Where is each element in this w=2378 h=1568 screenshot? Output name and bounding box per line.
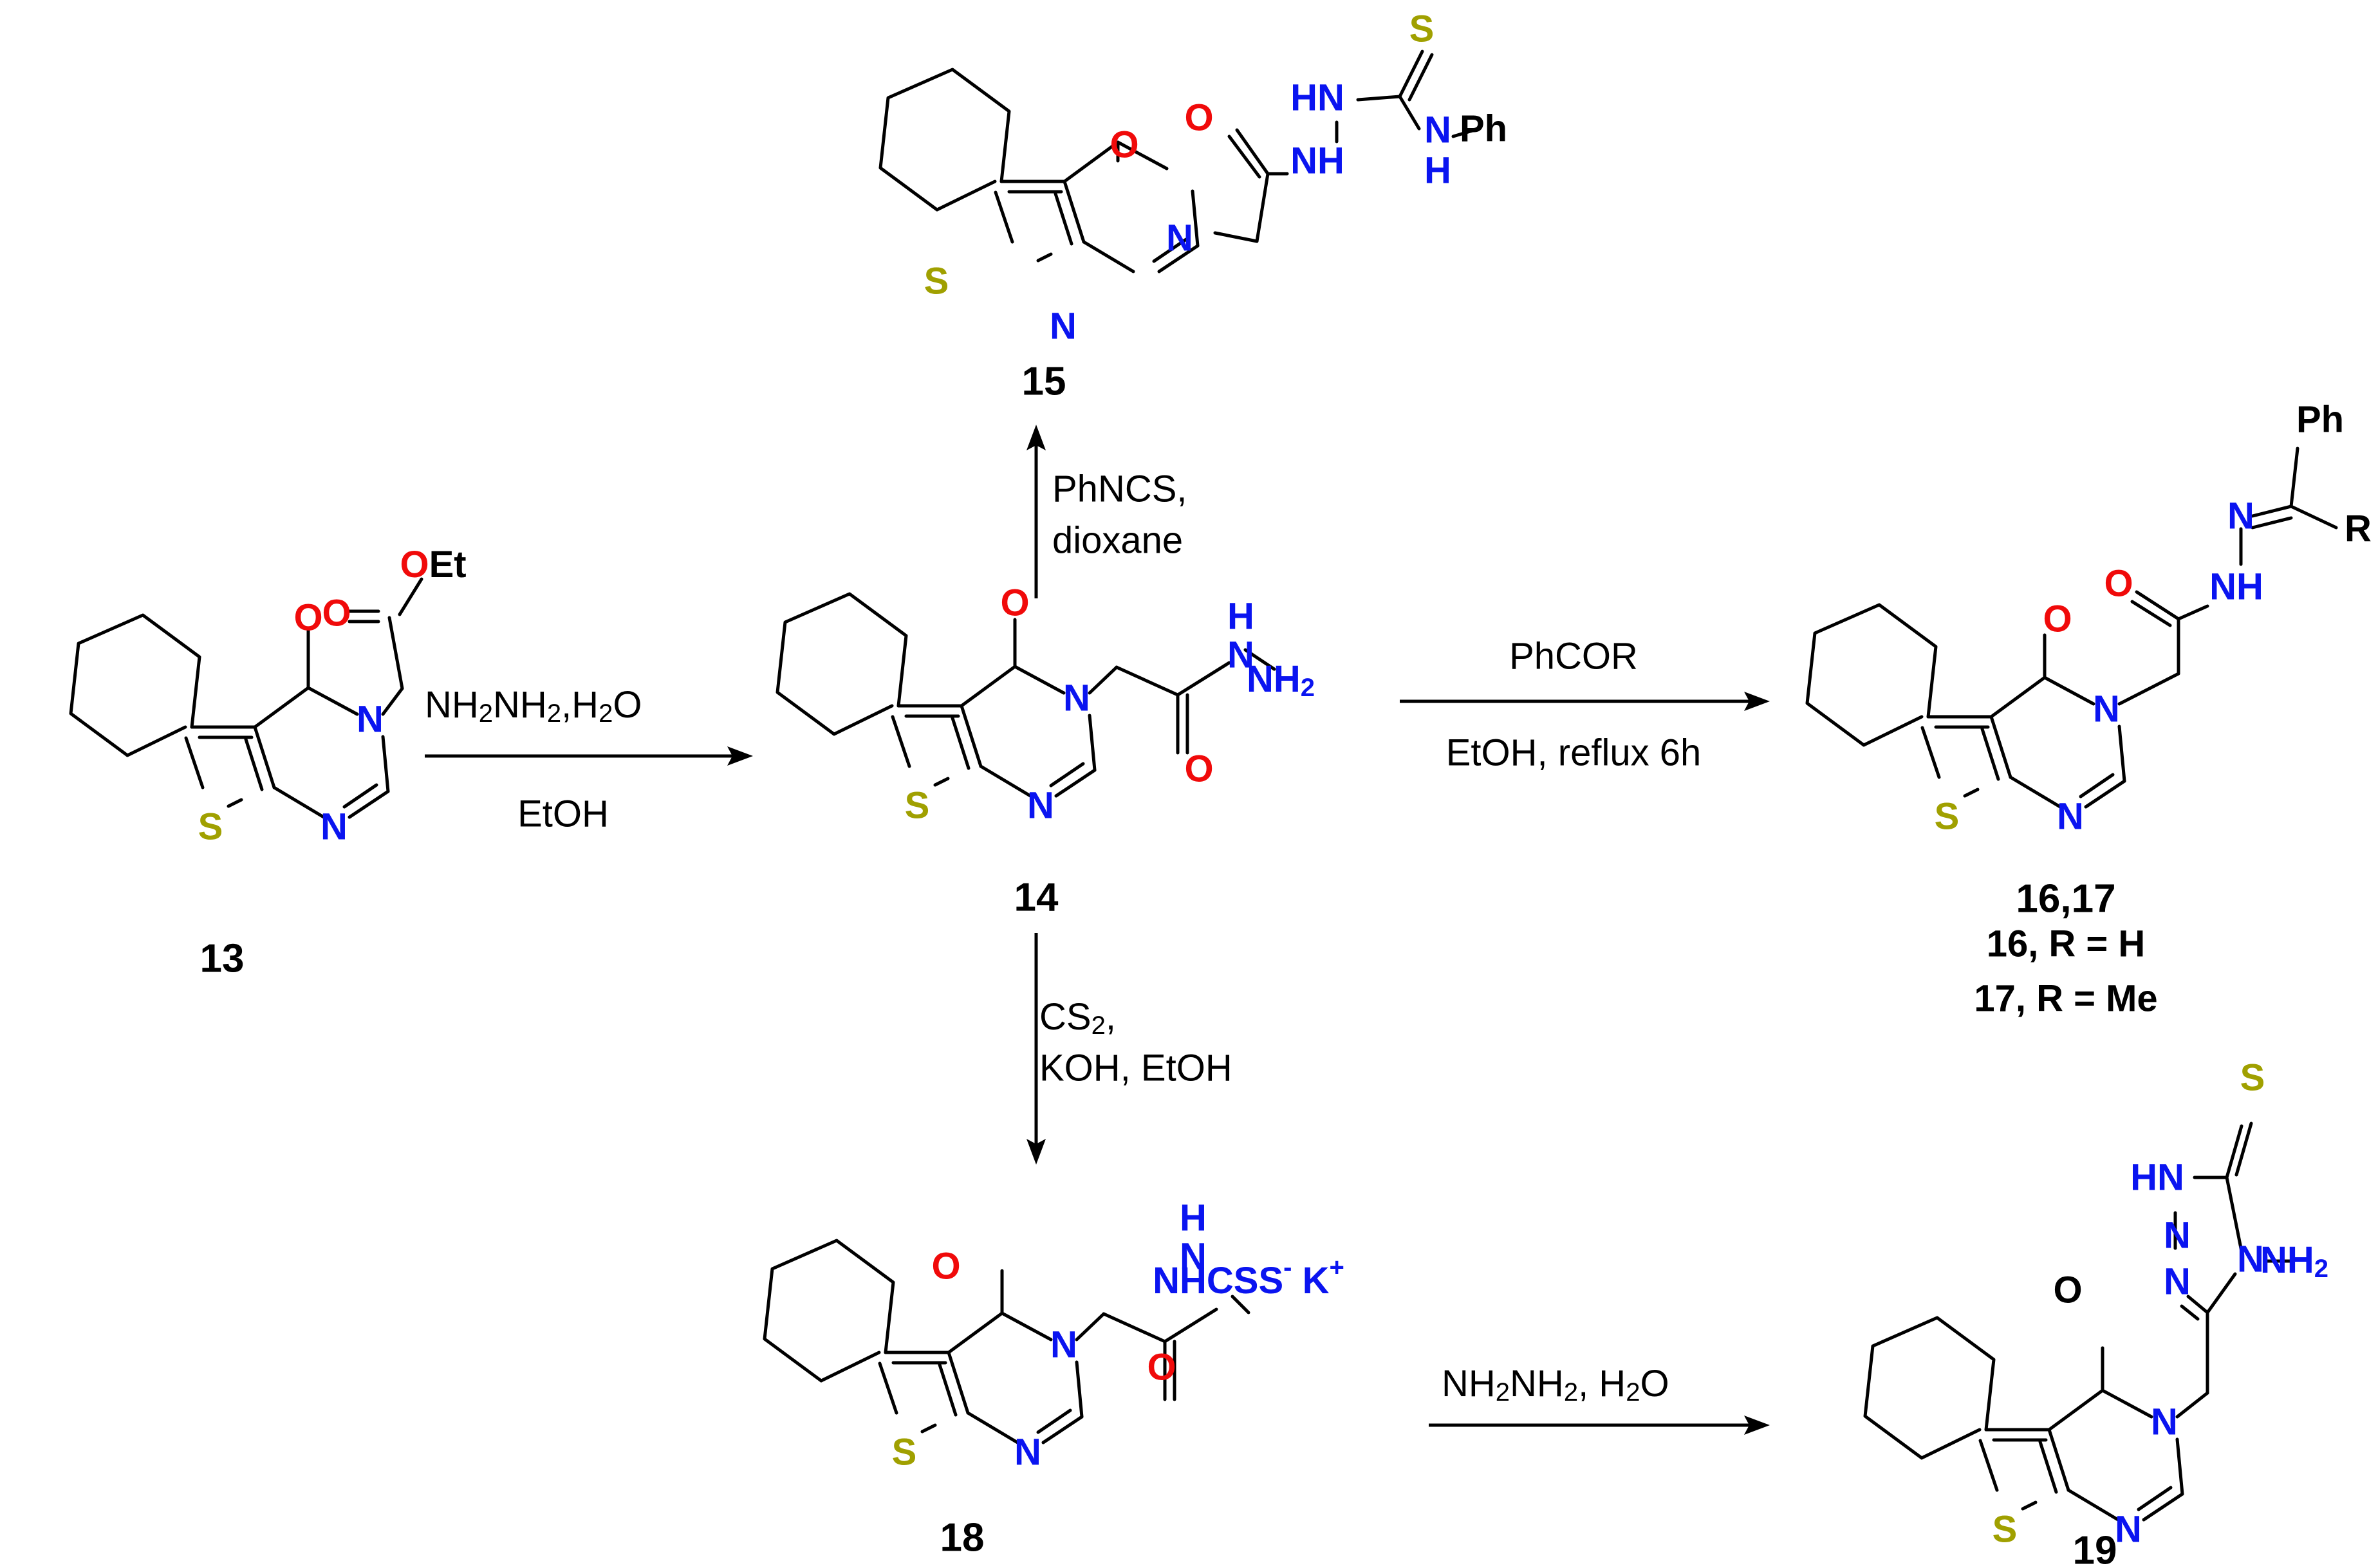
svg-text:O: O <box>2043 598 2072 640</box>
svg-text:O: O <box>931 1246 960 1287</box>
svg-text:KOH, EtOH: KOH, EtOH <box>1039 1047 1232 1089</box>
svg-text:N: N <box>1050 1324 1077 1366</box>
conditions-14-18: CS2, KOH, EtOH <box>1039 996 1232 1089</box>
svg-text:S: S <box>924 261 949 302</box>
arrow-14-to-18 <box>1026 933 1046 1165</box>
svg-text:dioxane: dioxane <box>1052 520 1183 562</box>
svg-text:N: N <box>2237 1239 2264 1280</box>
conditions-13-14: NH2NH2,H2O EtOH <box>425 684 642 835</box>
svg-text:HN: HN <box>1290 77 1344 119</box>
svg-text:N: N <box>1166 217 1193 259</box>
svg-text:N: N <box>2151 1401 2178 1443</box>
svg-text:EtOH: EtOH <box>517 793 609 835</box>
svg-text:NH2: NH2 <box>2260 1239 2328 1284</box>
label-19: 19 <box>2073 1529 2117 1568</box>
svg-text:N: N <box>1027 785 1054 827</box>
svg-text:N: N <box>2057 796 2084 838</box>
svg-text:N: N <box>2164 1261 2191 1303</box>
svg-text:O: O <box>2053 1269 2082 1311</box>
svg-text:S: S <box>1935 796 1960 838</box>
label-13: 13 <box>200 937 245 981</box>
label-18: 18 <box>940 1516 985 1560</box>
svg-text:NH2: NH2 <box>1247 658 1315 703</box>
svg-text:S: S <box>2240 1057 2265 1099</box>
svg-text:N: N <box>1050 306 1077 347</box>
svg-text:CS2,: CS2, <box>1039 996 1116 1040</box>
svg-text:OEt: OEt <box>400 544 466 586</box>
svg-text:H: H <box>1180 1197 1207 1239</box>
svg-text:N: N <box>1014 1432 1041 1473</box>
svg-text:S: S <box>905 785 930 827</box>
svg-text:N: N <box>357 699 384 741</box>
compound-19: S N N O N N HN S N NH2 19 <box>1863 1057 2328 1568</box>
svg-text:S: S <box>1993 1509 2018 1551</box>
svg-text:N: N <box>1063 678 1090 719</box>
svg-text:H: H <box>1227 596 1254 638</box>
compound-18: S N N O O H N NHCSS- K+ 18 <box>763 1197 1344 1560</box>
svg-text:PhCOR: PhCOR <box>1509 636 1638 678</box>
conditions-18-19: NH2NH2, H2O <box>1442 1363 1669 1407</box>
svg-text:S: S <box>1409 8 1435 50</box>
svg-text:N: N <box>320 806 348 848</box>
svg-text:NHCSS- K+: NHCSS- K+ <box>1153 1253 1344 1302</box>
svg-text:O: O <box>2104 563 2133 605</box>
compound-15: S N N O O NH HN S N H Ph 15 <box>878 8 1507 404</box>
label-16-17: 16,17 <box>2016 877 2115 921</box>
svg-text:Ph: Ph <box>1460 108 1507 150</box>
svg-text:O: O <box>1110 124 1138 166</box>
svg-text:O: O <box>1184 748 1213 790</box>
arrow-14-to-15 <box>1026 425 1046 598</box>
svg-text:N: N <box>2227 495 2254 537</box>
arrow-18-to-19 <box>1429 1416 1770 1435</box>
svg-text:O: O <box>322 593 351 634</box>
svg-text:EtOH, reflux 6h: EtOH, reflux 6h <box>1446 732 1701 774</box>
svg-text:NH2NH2,H2O: NH2NH2,H2O <box>425 684 642 728</box>
compound-16-17: S N N O O NH N Ph R 16,17 16, R = H 17, … <box>1805 399 2372 1020</box>
svg-text:N: N <box>2164 1215 2191 1257</box>
svg-text:H: H <box>1424 150 1451 192</box>
arrow-13-to-14 <box>425 746 753 766</box>
label-14: 14 <box>1014 876 1059 920</box>
arrow-14-to-16-17 <box>1400 692 1770 711</box>
svg-text:N: N <box>1180 1236 1207 1278</box>
svg-text:R: R <box>2345 508 2372 550</box>
compound-13: S N N O O OEt 13 <box>69 544 467 981</box>
svg-text:O: O <box>1000 582 1029 624</box>
svg-text:HN: HN <box>2130 1157 2184 1199</box>
conditions-14-15: PhNCS, dioxane <box>1052 468 1187 562</box>
svg-text:NH2NH2, H2O: NH2NH2, H2O <box>1442 1363 1669 1407</box>
svg-text:N: N <box>2115 1509 2142 1551</box>
svg-text:NH: NH <box>1290 140 1344 182</box>
svg-text:O: O <box>1147 1347 1176 1388</box>
tricyclic-core <box>69 577 423 819</box>
svg-text:N: N <box>1424 109 1451 151</box>
compound-14: S N N O O H N NH2 14 <box>776 582 1315 920</box>
svg-text:N: N <box>2093 688 2120 730</box>
note-17: 17, R = Me <box>1974 978 2157 1020</box>
note-16: 16, R = H <box>1987 923 2146 965</box>
conditions-14-16-17: PhCOR EtOH, reflux 6h <box>1446 636 1701 774</box>
svg-text:N: N <box>1227 634 1254 676</box>
svg-text:NH: NH <box>2209 566 2263 608</box>
svg-text:PhNCS,: PhNCS, <box>1052 468 1187 510</box>
svg-text:Ph: Ph <box>2296 399 2344 441</box>
svg-text:O: O <box>1184 97 1213 139</box>
svg-text:S: S <box>198 806 223 848</box>
label-15: 15 <box>1022 360 1066 404</box>
svg-text:O: O <box>293 597 322 639</box>
svg-text:S: S <box>892 1432 917 1473</box>
